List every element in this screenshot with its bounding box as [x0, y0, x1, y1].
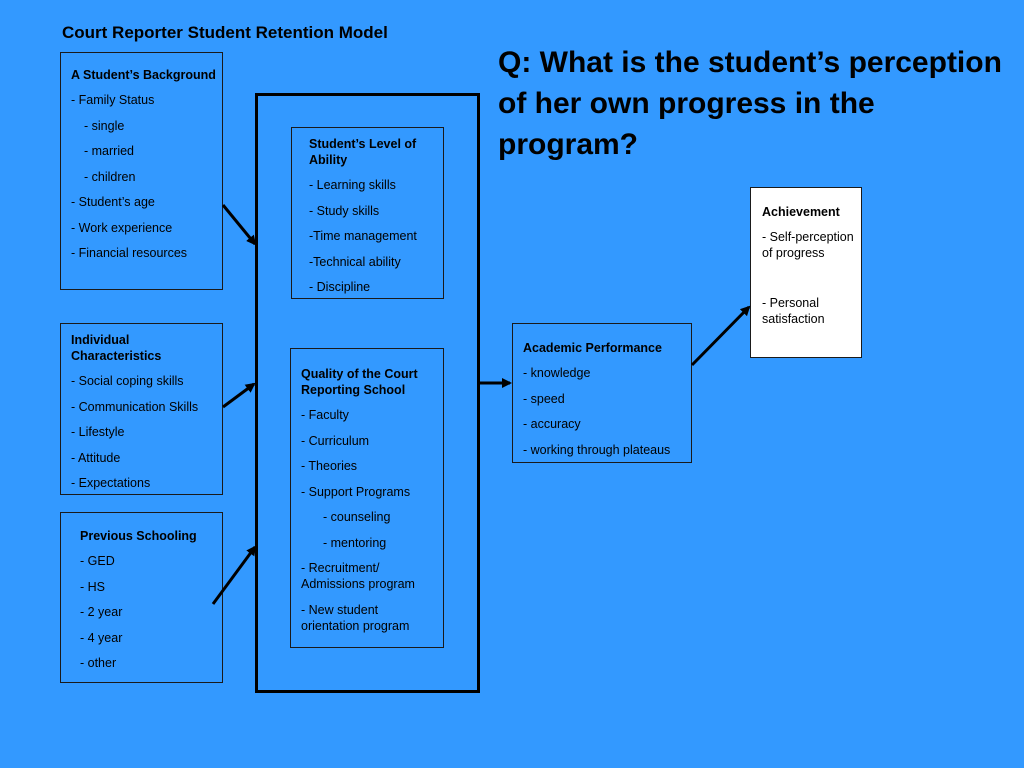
ability-box: Student’s Level of Ability - Learning sk… [291, 127, 444, 299]
background-item: - Student’s age [71, 195, 155, 209]
academic-item: - accuracy [523, 417, 581, 431]
schooling-box: Previous Schooling - GED - HS - 2 year -… [60, 512, 223, 683]
background-item: - Family Status [71, 93, 155, 107]
academic-box: Academic Performance - knowledge - speed… [512, 323, 692, 463]
quality-item: - Curriculum [301, 433, 370, 448]
individual-box: Individual Characteristics - Social copi… [60, 323, 223, 495]
schooling-item: - 2 year [80, 605, 123, 619]
quality-item: - Recruitment/ Admissions program [301, 561, 415, 591]
academic-to-achievement-arrow [690, 305, 751, 367]
quality-item: - counseling [323, 510, 391, 524]
background-arrow [221, 204, 257, 246]
background-item: - Financial resources [71, 246, 188, 260]
ability-item: - Discipline [309, 280, 371, 294]
individual-item: - Lifestyle [71, 425, 125, 439]
background-box: A Student’s Background - Family Status -… [60, 52, 223, 290]
quality-item: - Faculty [301, 408, 349, 422]
schooling-item: - 4 year [80, 630, 123, 645]
ability-heading: Student’s Level of Ability [309, 137, 417, 167]
schooling-item: - GED [80, 554, 115, 568]
background-heading: A Student’s Background [71, 68, 216, 82]
achievement-box: Achievement - Self-perception of progres… [750, 187, 862, 358]
quality-item: - Support Programs [301, 484, 411, 499]
background-item: - children [84, 169, 136, 184]
background-item: - single [84, 118, 125, 133]
schooling-item: - other [80, 656, 117, 670]
diagram-title: Court Reporter Student Retention Model [62, 23, 388, 42]
quality-item: - New student orientation program [301, 602, 410, 633]
background-item: - married [84, 144, 135, 158]
academic-heading: Academic Performance [523, 341, 662, 355]
achievement-heading: Achievement [762, 205, 840, 219]
academic-item: - knowledge [523, 366, 591, 380]
individual-item: - Expectations [71, 476, 151, 490]
academic-item: - working through plateaus [523, 442, 671, 457]
quality-heading: Quality of the Court Reporting School [301, 367, 418, 397]
question-text: Q: What is the student’s perception of h… [498, 46, 1002, 161]
quality-item: - mentoring [323, 535, 387, 550]
ability-item: -Time management [309, 229, 417, 243]
individual-item: - Communication Skills [71, 399, 199, 414]
schooling-item: - HS [80, 579, 105, 594]
individual-item: - Social coping skills [71, 374, 184, 388]
achievement-item: - Personal satisfaction [762, 296, 825, 326]
individual-arrow [222, 382, 256, 409]
background-item: - Work experience [71, 220, 173, 235]
quality-box: Quality of the Court Reporting School - … [290, 348, 444, 648]
individual-item: - Attitude [71, 450, 121, 465]
school-factors-frame [255, 93, 480, 693]
quality-item: - Theories [301, 459, 358, 473]
ability-item: - Study skills [309, 203, 380, 218]
schooling-heading: Previous Schooling [80, 529, 197, 543]
academic-item: - speed [523, 391, 565, 406]
schooling-arrow [211, 545, 257, 605]
achievement-item: - Self-perception of progress [762, 230, 854, 260]
ability-item: - Learning skills [309, 178, 396, 192]
individual-heading: Individual Characteristics [71, 333, 162, 363]
ability-item: -Technical ability [309, 254, 401, 269]
